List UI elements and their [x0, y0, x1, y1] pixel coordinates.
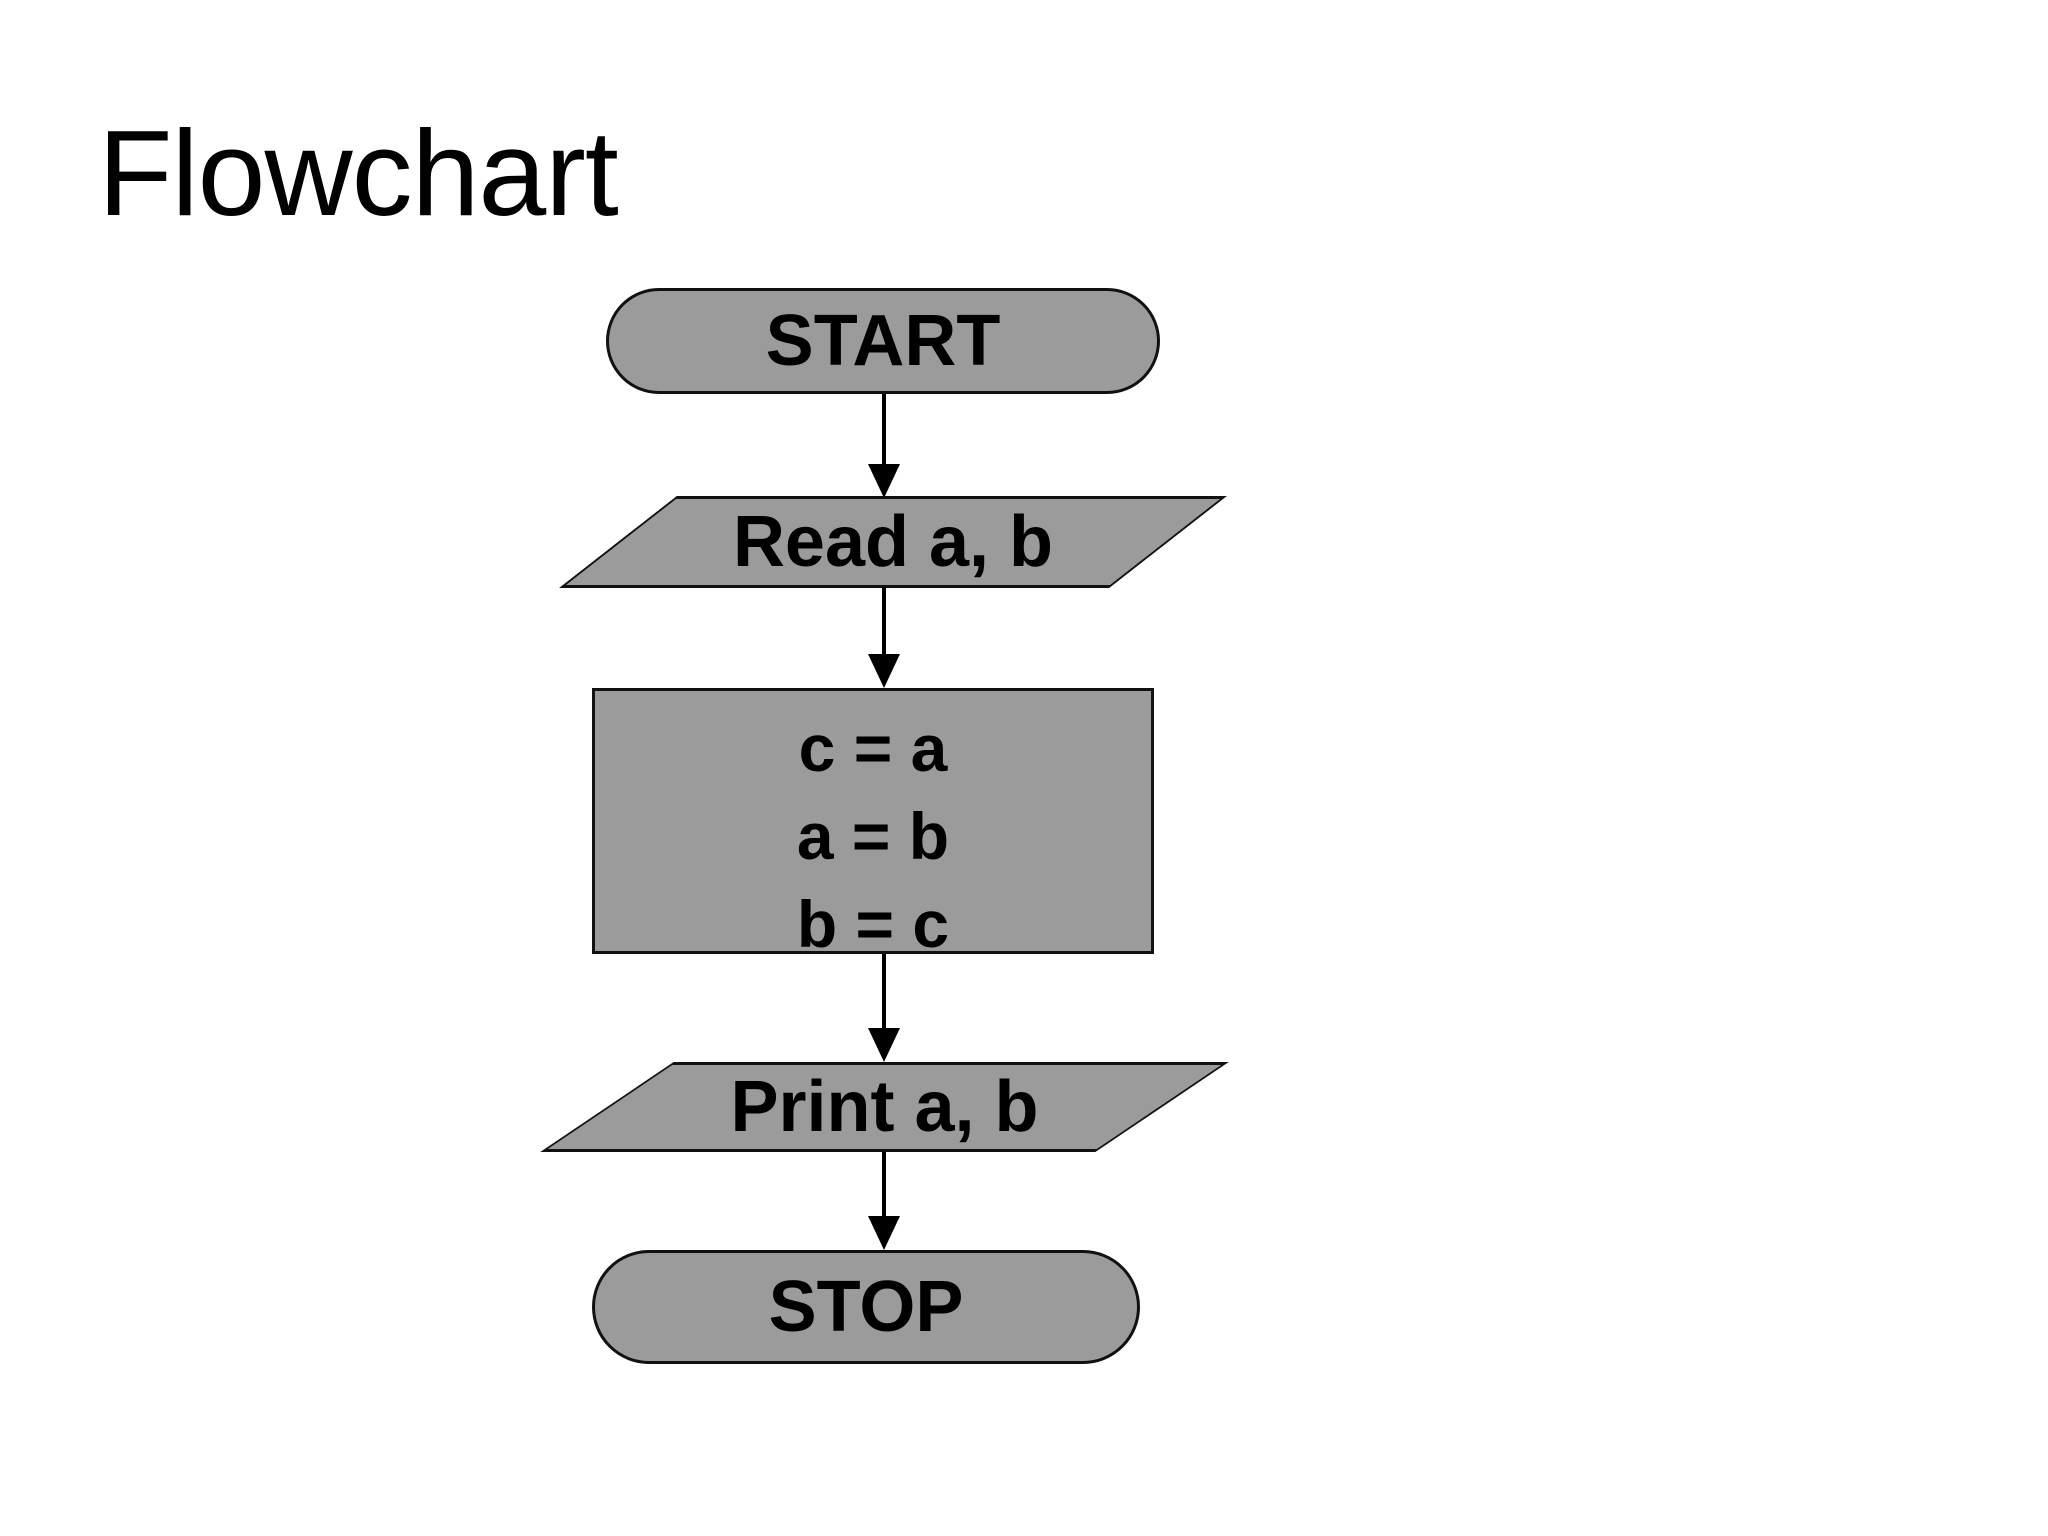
- flow-node-start: START: [606, 288, 1160, 394]
- flow-node-print-label: Print a, b: [730, 1067, 1039, 1147]
- flow-arrow-process-to-print: [868, 954, 900, 1062]
- flow-node-stop: STOP: [592, 1250, 1140, 1364]
- flow-arrow-start-to-read: [868, 394, 900, 498]
- slide-title: Flowchart: [98, 105, 619, 241]
- process-line-2: a = b: [796, 799, 950, 873]
- flow-node-stop-label: STOP: [768, 1267, 964, 1347]
- process-line-3: b = c: [796, 887, 950, 961]
- flow-arrow-read-to-process: [868, 588, 900, 688]
- process-line-1: c = a: [798, 711, 948, 785]
- flow-node-process: c = a a = b b = c: [592, 688, 1154, 961]
- flow-arrow-print-to-stop: [868, 1152, 900, 1250]
- flow-node-print: Print a, b: [540, 1062, 1229, 1152]
- flow-node-read-label: Read a, b: [732, 502, 1054, 582]
- flow-node-read: Read a, b: [559, 496, 1227, 588]
- flow-node-start-label: START: [765, 301, 1001, 381]
